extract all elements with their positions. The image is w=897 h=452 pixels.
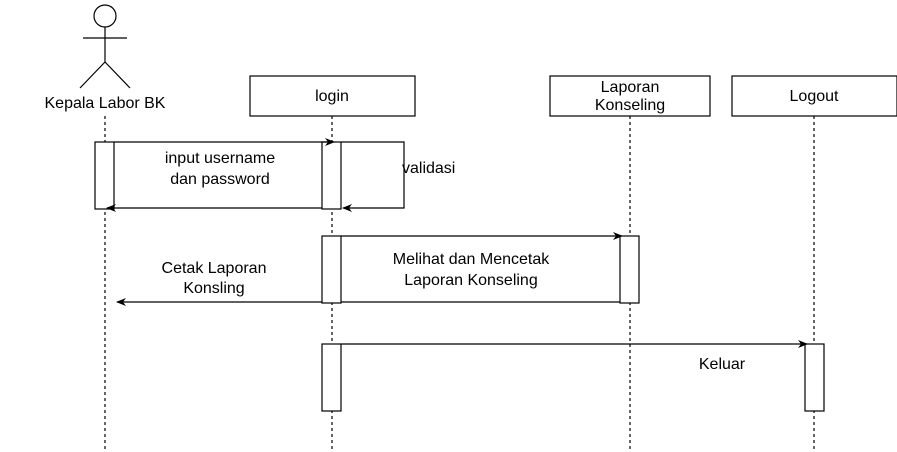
- message-cetak-label-line-1: Cetak Laporan: [162, 260, 267, 277]
- lifeline-logout-label: Logout: [790, 88, 839, 105]
- lifeline-login-box: [249, 75, 416, 117]
- message-melihat-label-line-1: Melihat dan Mencetak: [393, 251, 551, 268]
- activation-login-1: [321, 141, 342, 210]
- message-validasi-loop: [341, 141, 405, 212]
- activation-logout: [804, 343, 825, 412]
- message-cetak-label-line-2: Konsling: [183, 280, 244, 297]
- lifeline-laporan-konseling-label-line-2: Konseling: [595, 97, 665, 114]
- message-validasi: validasi: [341, 141, 455, 212]
- actor-label: Kepala Labor BK: [45, 95, 166, 112]
- message-input-username-password: input username dan password: [106, 138, 335, 212]
- message-keluar-label: Keluar: [699, 356, 746, 373]
- activation-login-3: [321, 343, 342, 412]
- activation-laporan: [619, 235, 640, 304]
- message-keluar: Keluar: [341, 340, 808, 373]
- lifeline-logout-box: [731, 75, 897, 117]
- message-input-label-line-2: dan password: [170, 171, 270, 188]
- actor-left-leg: [79, 61, 106, 89]
- lifeline-laporan-konseling: Laporan Konseling: [549, 75, 711, 117]
- lifeline-login: login: [249, 75, 416, 117]
- actor-head: [93, 4, 117, 28]
- lifeline-laporan-konseling-label-line-1: Laporan: [601, 79, 660, 96]
- actor-kepala-labor-bk: Kepala Labor BK: [45, 4, 166, 112]
- message-input-label-line-1: input username: [165, 150, 275, 167]
- actor-right-leg: [104, 61, 131, 89]
- lifeline-laporan-konseling-box: [549, 75, 711, 117]
- message-melihat-label-line-2: Laporan Konseling: [404, 272, 537, 289]
- activation-login-2: [321, 235, 342, 304]
- message-melihat-mencetak: Melihat dan Mencetak Laporan Konseling: [341, 232, 623, 303]
- lifeline-logout: Logout: [731, 75, 897, 117]
- message-cetak-laporan: Cetak Laporan Konsling: [116, 260, 322, 306]
- activation-actor: [94, 141, 115, 210]
- message-validasi-label: validasi: [402, 160, 455, 177]
- lifeline-login-label: login: [315, 88, 349, 105]
